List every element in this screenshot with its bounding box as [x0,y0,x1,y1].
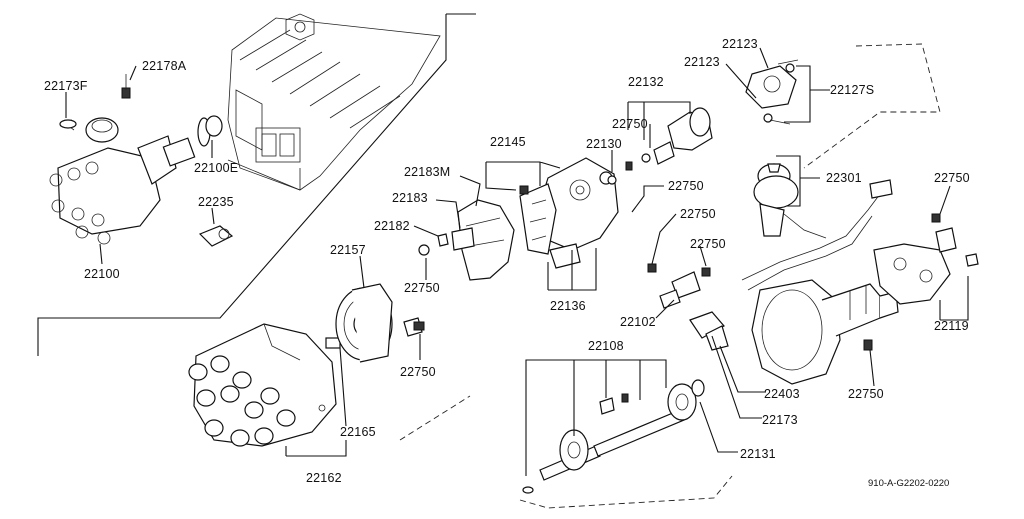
label-22119: 22119 [934,319,969,333]
label-22750-bottom: 22750 [848,387,884,401]
engine-block [227,13,441,191]
inset-frame [37,13,476,356]
label-22157: 22157 [330,243,366,257]
distributor-cap [188,323,337,447]
label-22403: 22403 [764,387,800,401]
distributor-housing [689,279,899,385]
label-22100: 22100 [84,267,120,281]
signal-rotor-plate [519,157,619,269]
label-22235: 22235 [198,195,234,209]
rotor-and-cover [325,283,425,363]
label-22127S: 22127S [830,83,874,97]
vacuum-advance [753,163,827,239]
governor-weights [647,263,711,309]
reference-lines [399,43,941,509]
label-22123-upper: 22123 [722,37,758,51]
label-22136: 22136 [550,299,586,313]
label-22173: 22173 [762,413,798,427]
label-22123-lower: 22123 [684,55,720,69]
wiring-harness [741,179,979,305]
leader-lines [65,47,969,476]
diagram-reference-code: 910-A-G2202-0220 [868,478,949,489]
label-22100E: 22100E [194,161,238,175]
label-22131: 22131 [740,447,776,461]
label-22182: 22182 [374,219,410,233]
label-22145: 22145 [490,135,526,149]
distributor-shaft [522,379,705,494]
label-22178A: 22178A [142,59,187,73]
label-22130: 22130 [586,137,622,151]
label-22108: 22108 [588,339,624,353]
pickup-bracket [418,199,515,281]
label-22750-c: 22750 [690,237,726,251]
label-22183: 22183 [392,191,428,205]
label-22132: 22132 [628,75,664,89]
label-22173F: 22173F [44,79,88,93]
label-22750-right: 22750 [934,171,970,185]
label-22750-mid: 22750 [668,179,704,193]
inset-distributor [49,74,234,247]
part-labels: 22173F 22178A 22100E 22235 22100 22123 2… [44,37,970,489]
governor-shaft-parts [607,107,713,185]
label-22750-low: 22750 [400,365,436,379]
label-22183M: 22183M [404,165,450,179]
label-22750-top: 22750 [612,117,648,131]
pickup-coil-assembly [745,59,799,125]
label-22165: 22165 [340,425,376,439]
label-22162: 22162 [306,471,342,485]
label-22750-b: 22750 [680,207,716,221]
label-22102: 22102 [620,315,656,329]
label-22750-left: 22750 [404,281,440,295]
label-22301: 22301 [826,171,862,185]
